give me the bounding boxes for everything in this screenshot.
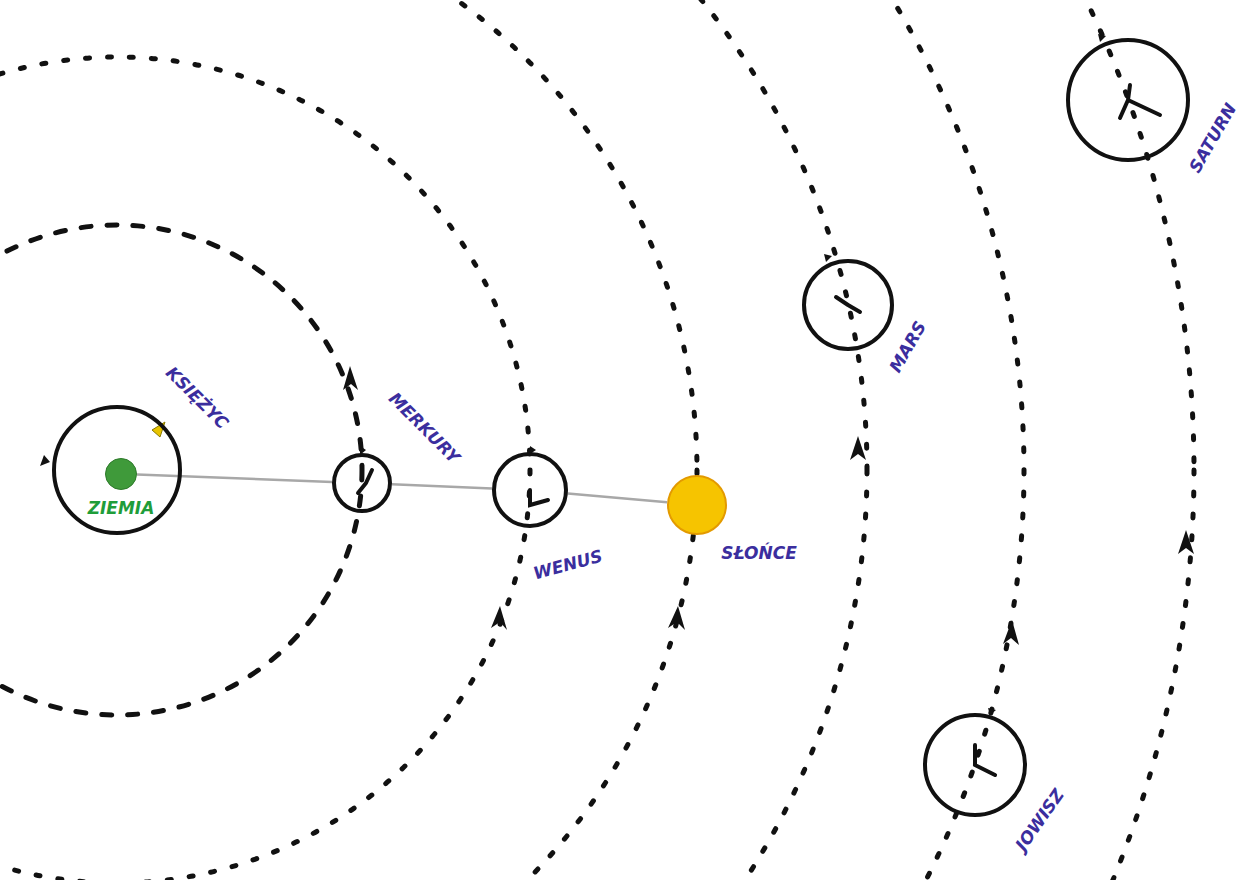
orbit	[0, 0, 697, 880]
planet-label: WENUS	[532, 548, 605, 583]
alignment-line	[137, 475, 332, 482]
orbit	[0, 0, 1024, 880]
venus-circle: WENUS	[492, 452, 568, 528]
alignment-line	[568, 493, 667, 502]
planet-label: JOWISZ	[1013, 786, 1067, 853]
mercury-circle: MERKURY	[332, 453, 392, 513]
orbit-arrows	[343, 366, 1194, 645]
planet-label: ZIEMIA	[88, 500, 155, 517]
orbit	[0, 57, 530, 880]
planet-label: SATURN	[1187, 101, 1240, 176]
planet-label: MERKURY	[386, 390, 463, 467]
orbit	[0, 0, 867, 880]
moon-marker	[152, 422, 165, 437]
planet-label: SŁOŃCE	[721, 545, 797, 562]
planet-label: KSIĘŻYC	[163, 364, 232, 433]
epicycle-arrows	[40, 34, 1106, 715]
jupiter-circle: JOWISZ	[923, 713, 1027, 817]
epicycle-spokes	[358, 85, 1160, 775]
mars-circle: MARS	[802, 259, 894, 351]
orbit	[0, 225, 362, 715]
planet-label: MARS	[887, 319, 929, 375]
orbit	[0, 0, 1194, 880]
moon-circle: KSIĘŻYCZIEMIA	[52, 405, 182, 535]
sun-disc: SŁOŃCE	[667, 475, 727, 535]
alignment-line	[392, 484, 492, 488]
earth-dot: ZIEMIA	[105, 458, 137, 490]
saturn-circle: SATURN	[1066, 38, 1190, 162]
